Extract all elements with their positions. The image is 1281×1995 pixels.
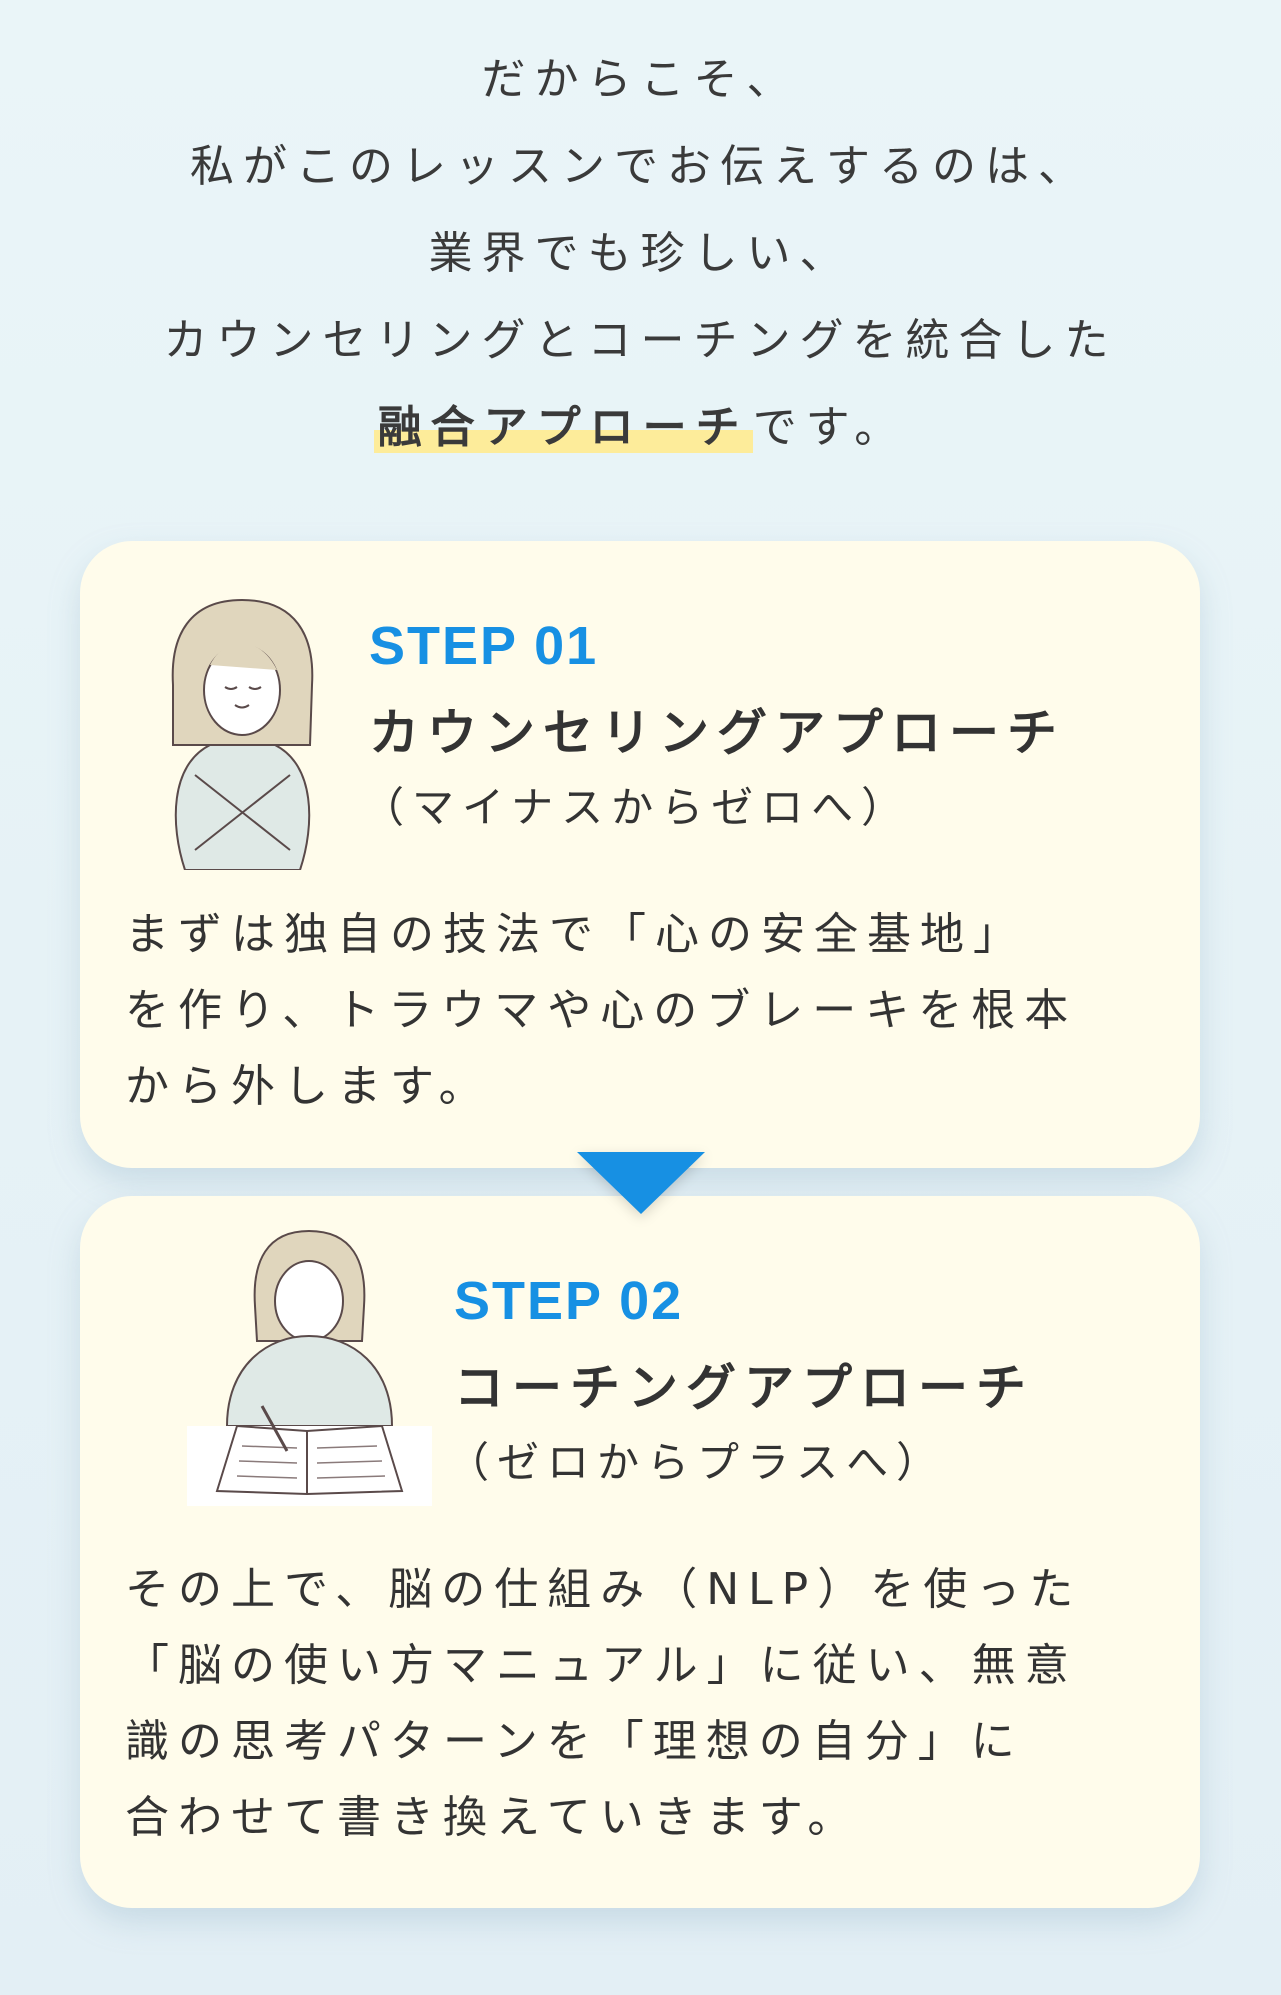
step-subtitle: （マイナスからゼロへ） (362, 783, 912, 832)
body-line: を作り、トラウマや心のブレーキを根本 (125, 985, 1078, 1036)
step-body: まずは独自の技法で「心の安全基地」 を作り、トラウマや心のブレーキを根本 から外… (125, 897, 1077, 1125)
step-label: STEP 01 (369, 616, 599, 676)
highlight-text: 融合アプローチ (373, 402, 753, 453)
intro-suffix: です。 (752, 402, 908, 453)
intro-line-1: だからこそ、 (481, 54, 800, 105)
step-title: カウンセリングアプローチ (369, 704, 1065, 762)
step-title: コーチングアプローチ (454, 1359, 1034, 1417)
body-line: から外します。 (125, 1061, 492, 1112)
step-subtitle: （ゼロからプラスへ） (447, 1438, 947, 1487)
woman-hugging-illustration (171, 598, 314, 870)
woman-writing-illustration (187, 1229, 432, 1506)
intro-line-2: 私がこのレッスンでお伝えするのは、 (190, 141, 1091, 192)
step-card-1: STEP 01 カウンセリングアプローチ （マイナスからゼロへ） まずは独自の技… (80, 541, 1200, 1168)
body-line: 「脳の使い方マニュアル」に従い、無意 (125, 1640, 1078, 1691)
intro-line-5: 融合アプローチです。 (0, 402, 1281, 453)
body-line: まずは独自の技法で「心の安全基地」 (125, 909, 1026, 960)
intro-line-3: 業界でも珍しい、 (428, 228, 853, 279)
step-body: その上で、脳の仕組み（NLP）を使った 「脳の使い方マニュアル」に従い、無意 識… (125, 1552, 1082, 1856)
body-line: その上で、脳の仕組み（NLP）を使った (125, 1564, 1083, 1615)
step-label: STEP 02 (454, 1271, 684, 1331)
down-arrow-icon (577, 1152, 705, 1214)
body-line: 識の思考パターンを「理想の自分」に (125, 1716, 1024, 1767)
intro-line-4: カウンセリングとコーチングを統合した (163, 315, 1118, 366)
step-card-2: STEP 02 コーチングアプローチ （ゼロからプラスへ） その上で、脳の仕組み… (80, 1196, 1200, 1908)
body-line: 合わせて書き換えていきます。 (125, 1792, 861, 1843)
